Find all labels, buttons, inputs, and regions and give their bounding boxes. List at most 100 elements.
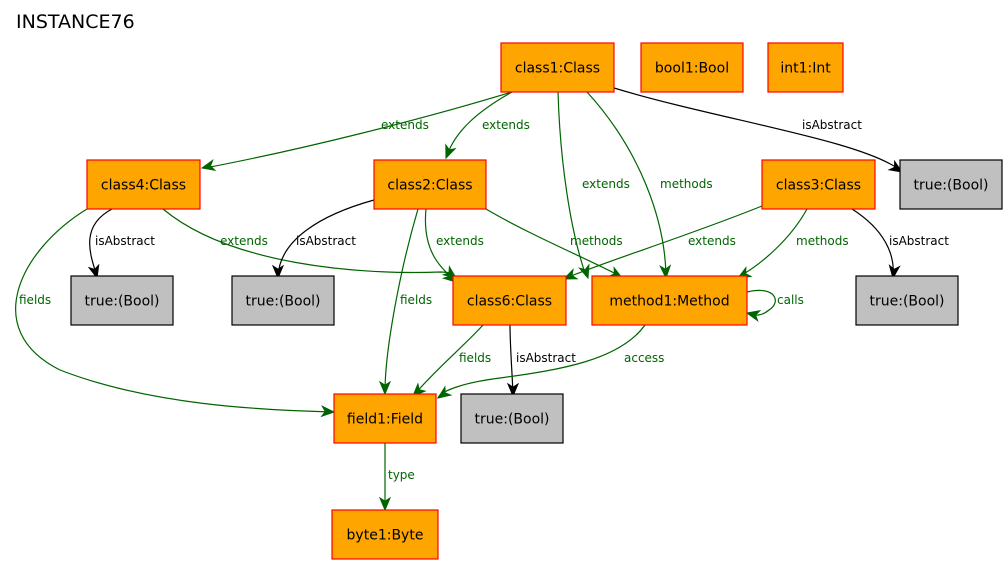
- node-box: [855, 275, 959, 326]
- arrow-head-icon: [745, 310, 762, 322]
- object-node-field1: field1:Field: [333, 393, 437, 444]
- arrow-head-icon: [445, 143, 457, 160]
- node-box: [640, 42, 744, 93]
- edge-extends: extends: [200, 91, 513, 171]
- edge-isabstract: isAbstract: [851, 208, 949, 280]
- node-label: byte1:Byte: [347, 528, 424, 544]
- node-box: [452, 275, 567, 326]
- object-node-class1: class1:Class: [500, 42, 615, 93]
- edge-line: [565, 205, 763, 279]
- edge-label: methods: [796, 234, 849, 248]
- node-box: [333, 393, 437, 444]
- edge-label: access: [624, 351, 664, 365]
- edge-line: [746, 289, 776, 316]
- edge-line: [384, 208, 419, 393]
- edge-line: [89, 208, 113, 277]
- diagram-title: INSTANCE76: [16, 11, 135, 33]
- node-box: [899, 159, 1003, 210]
- edge-extends: extends: [424, 208, 484, 283]
- node-box: [331, 509, 439, 560]
- node-label: class4:Class: [101, 178, 186, 194]
- edge-line: [437, 324, 646, 399]
- edge-line: [509, 324, 514, 395]
- node-label: true:(Bool): [246, 294, 321, 310]
- value-node-trueE: true:(Bool): [460, 393, 564, 444]
- arrow-head-icon: [271, 264, 285, 280]
- arrow-head-icon: [888, 264, 901, 280]
- value-node-trueD: true:(Bool): [855, 275, 959, 326]
- edge-line: [739, 208, 808, 277]
- node-label: class2:Class: [387, 178, 472, 194]
- arrow-head-icon: [506, 382, 520, 398]
- object-node-class2: class2:Class: [373, 159, 487, 210]
- edge-label: fields: [400, 293, 432, 307]
- edge-methods: methods: [586, 91, 713, 280]
- node-label: method1:Method: [609, 294, 729, 310]
- edge-extends: extends: [557, 91, 630, 280]
- edge-label: isAbstract: [296, 234, 356, 248]
- arrow-head-icon: [378, 496, 392, 512]
- object-node-byte1: byte1:Byte: [331, 509, 439, 560]
- edge-label: type: [388, 468, 415, 482]
- arrow-head-icon: [412, 382, 427, 397]
- node-label: true:(Bool): [914, 178, 989, 194]
- edge-label: extends: [688, 234, 736, 248]
- edge-label: extends: [482, 118, 530, 132]
- edge-isabstract: isAbstract: [271, 199, 375, 280]
- node-box: [70, 275, 174, 326]
- object-node-class3: class3:Class: [761, 159, 876, 210]
- edge-access: access: [436, 324, 664, 399]
- edge-methods: methods: [736, 208, 849, 279]
- object-node-class4: class4:Class: [86, 159, 201, 210]
- edge-line: [613, 87, 901, 171]
- edge-line: [485, 208, 621, 277]
- node-box: [460, 393, 564, 444]
- node-label: field1:Field: [347, 412, 423, 428]
- arrow-head-icon: [378, 380, 392, 396]
- node-box: [86, 159, 201, 210]
- node-label: true:(Bool): [475, 412, 550, 428]
- edge-label: fields: [459, 351, 491, 365]
- edge-fields: fields: [15, 208, 336, 418]
- edge-label: methods: [660, 177, 713, 191]
- node-label: class6:Class: [467, 294, 552, 310]
- edge-label: fields: [19, 293, 51, 307]
- arrow-head-icon: [200, 159, 217, 171]
- edge-line: [414, 324, 484, 395]
- edge-line: [204, 91, 513, 169]
- edge-isabstract: isAbstract: [613, 87, 904, 173]
- edge-label: isAbstract: [95, 234, 155, 248]
- node-box: [231, 275, 335, 326]
- edge-line: [586, 91, 667, 277]
- arrow-head-icon: [887, 159, 904, 173]
- node-label: true:(Bool): [870, 294, 945, 310]
- node-label: class1:Class: [515, 61, 600, 77]
- edge-label: extends: [436, 234, 484, 248]
- edge-label: extends: [582, 177, 630, 191]
- edge-label: methods: [570, 234, 623, 248]
- arrow-head-icon: [320, 405, 336, 418]
- node-label: bool1:Bool: [655, 61, 729, 77]
- edge-fields: fields: [378, 208, 432, 396]
- node-label: true:(Bool): [85, 294, 160, 310]
- edge-label: extends: [381, 118, 429, 132]
- edge-line: [557, 91, 587, 277]
- edge-label: isAbstract: [889, 234, 949, 248]
- edge-extends: extends: [445, 91, 530, 160]
- edge-isabstract: isAbstract: [87, 208, 155, 280]
- value-node-trueA: true:(Bool): [899, 159, 1003, 210]
- node-label: int1:Int: [780, 61, 831, 77]
- edge-line: [851, 208, 894, 277]
- edge-label: isAbstract: [516, 351, 576, 365]
- edge-extends: extends: [562, 205, 763, 280]
- value-node-trueB: true:(Bool): [70, 275, 174, 326]
- edge-type: type: [378, 443, 415, 512]
- node-label: class3:Class: [776, 178, 861, 194]
- edge-line: [277, 199, 375, 277]
- value-node-trueC: true:(Bool): [231, 275, 335, 326]
- arrow-head-icon: [562, 268, 579, 280]
- edge-isabstract: isAbstract: [506, 324, 576, 398]
- edge-label: extends: [220, 234, 268, 248]
- arrow-head-icon: [659, 264, 672, 280]
